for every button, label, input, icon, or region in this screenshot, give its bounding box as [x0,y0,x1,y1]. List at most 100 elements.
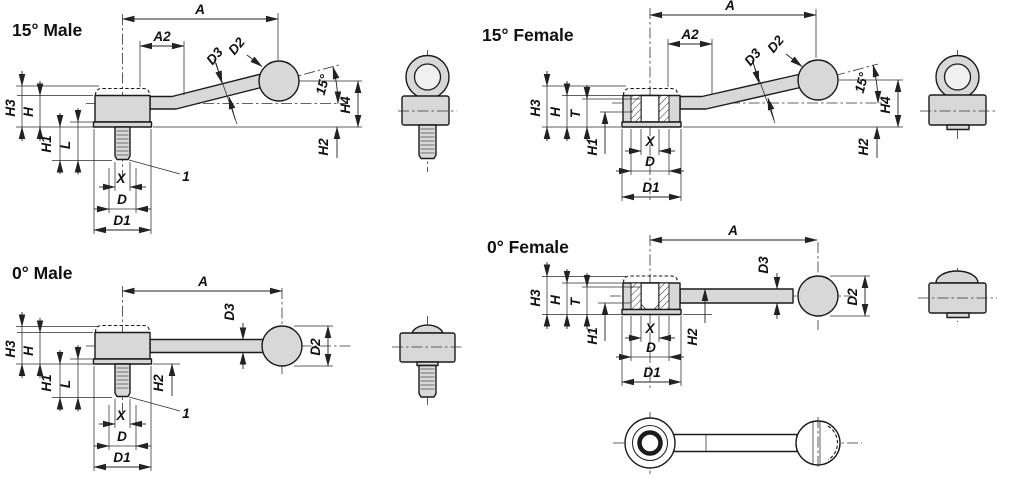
dim-label-h1: H1 [39,374,54,391]
dim-label-d1: D1 [642,180,659,195]
hub-body [94,331,151,360]
side-view-15-male [398,50,457,172]
lever-handle [672,433,798,453]
dim-label-d3: D3 [203,44,226,67]
ball-dome [411,324,444,334]
dim-label-x: X [115,171,126,186]
callout-label: 1 [182,169,190,184]
hub-body [399,332,456,363]
dim-label-d3: D3 [741,45,764,68]
handle-end [943,63,972,91]
dim-label-l: L [58,380,73,388]
dim-label-h: H [21,107,36,117]
dim-label-d2: D2 [845,288,860,306]
dim-label-d2: D2 [764,32,787,55]
dim-label-x: X [644,134,655,149]
thread-chamfer [640,303,660,310]
thread-section-hatch-right [658,282,670,310]
angle-arc [332,66,342,105]
view-title: 0° Male [12,263,73,283]
lever-handle [149,338,265,354]
hub-boss [946,124,970,131]
dim-label-h3: H3 [528,99,543,117]
plan-view-lever [613,412,862,474]
dim-label-d: D [645,154,655,169]
side-view-0-male [392,316,463,408]
side-view-15-female [920,50,996,140]
angle-label: 15° [313,72,333,96]
ball-end [258,60,300,102]
hub-boss [946,312,970,319]
dim-label-h2: H2 [151,374,166,392]
dim-label-h3: H3 [3,99,18,117]
dim-label-d: D [646,340,656,355]
dim-label-h4: H4 [878,96,893,114]
ball-hidden-edge [827,425,838,461]
handle-end [413,63,442,91]
ball-dome [935,270,979,284]
side-view-0-female [918,268,997,322]
view-0-male: 0° Male A D3 D2 H3 H [3,263,352,471]
view-title: 15° Female [482,25,574,45]
view-15-female: 15° Female A A2 D2 D3 15° H4 [482,0,903,202]
view-title: 15° Male [12,20,82,40]
dim-label-x: X [115,408,126,423]
dim-label-t: T [568,296,583,306]
ball-end [261,325,303,367]
dim-label-d3: D3 [222,303,237,321]
dim-label-h2: H2 [685,328,700,346]
dim-label-a: A [727,223,738,238]
thread-bore-ring [637,430,663,456]
dim-label-a: A [194,2,205,17]
lever-handle [679,72,808,110]
ball-end [797,59,839,101]
dim-label-h: H [21,346,36,356]
dim-label-d2: D2 [308,338,323,356]
thread-bore [640,282,660,311]
hub-flange [92,121,153,128]
hub-hidden-rim [622,87,679,96]
dim-label-h2: H2 [856,138,871,156]
view-title: 0° Female [487,237,569,257]
hub-flange [92,358,153,365]
thread-section-hatch-left [630,95,642,123]
lever-handle [679,288,794,304]
callout-label: 1 [182,406,190,421]
stud-thread-lines [420,128,435,154]
hub-body [928,94,987,126]
view-15-male: 15° Male A A2 D2 D3 [3,2,362,234]
dim-label-h4: H4 [338,96,353,114]
dim-label-x: X [644,321,655,336]
dim-label-h: H [548,107,563,117]
dim-label-d: D [117,192,127,207]
thread-bore [640,94,660,123]
dim-label-a2: A2 [152,29,171,44]
dim-label-h3: H3 [3,340,18,358]
hub-body [94,94,151,123]
dim-label-h1: H1 [39,135,54,152]
ball-end [797,275,839,317]
callout-leader [128,396,181,412]
dim-label-h2: H2 [316,138,331,156]
hub-flange [621,308,682,316]
stud-thread-lines [420,368,435,390]
hub-hidden-rim [622,275,679,284]
dim-label-t: T [568,108,583,118]
dim-label-h1: H1 [585,327,600,344]
dim-label-a2: A2 [680,27,699,42]
thread-section-hatch-right [658,95,670,123]
stud-thread-lines [116,130,129,156]
dim-label-h1: H1 [585,138,600,155]
dim-label-d1: D1 [643,365,660,380]
dim-label-a: A [724,0,735,13]
hub-hidden-rim [94,87,151,96]
view-0-female: 0° Female A D3 D2 H2 H3 H [487,223,870,388]
dim-label-l: L [58,141,73,149]
hub-body [401,95,450,126]
hub-flange [621,121,682,128]
callout-leader [128,159,181,175]
dim-label-d1: D1 [113,213,130,228]
dim-label-d1: D1 [113,450,130,465]
angle-label: 15° [852,70,872,94]
